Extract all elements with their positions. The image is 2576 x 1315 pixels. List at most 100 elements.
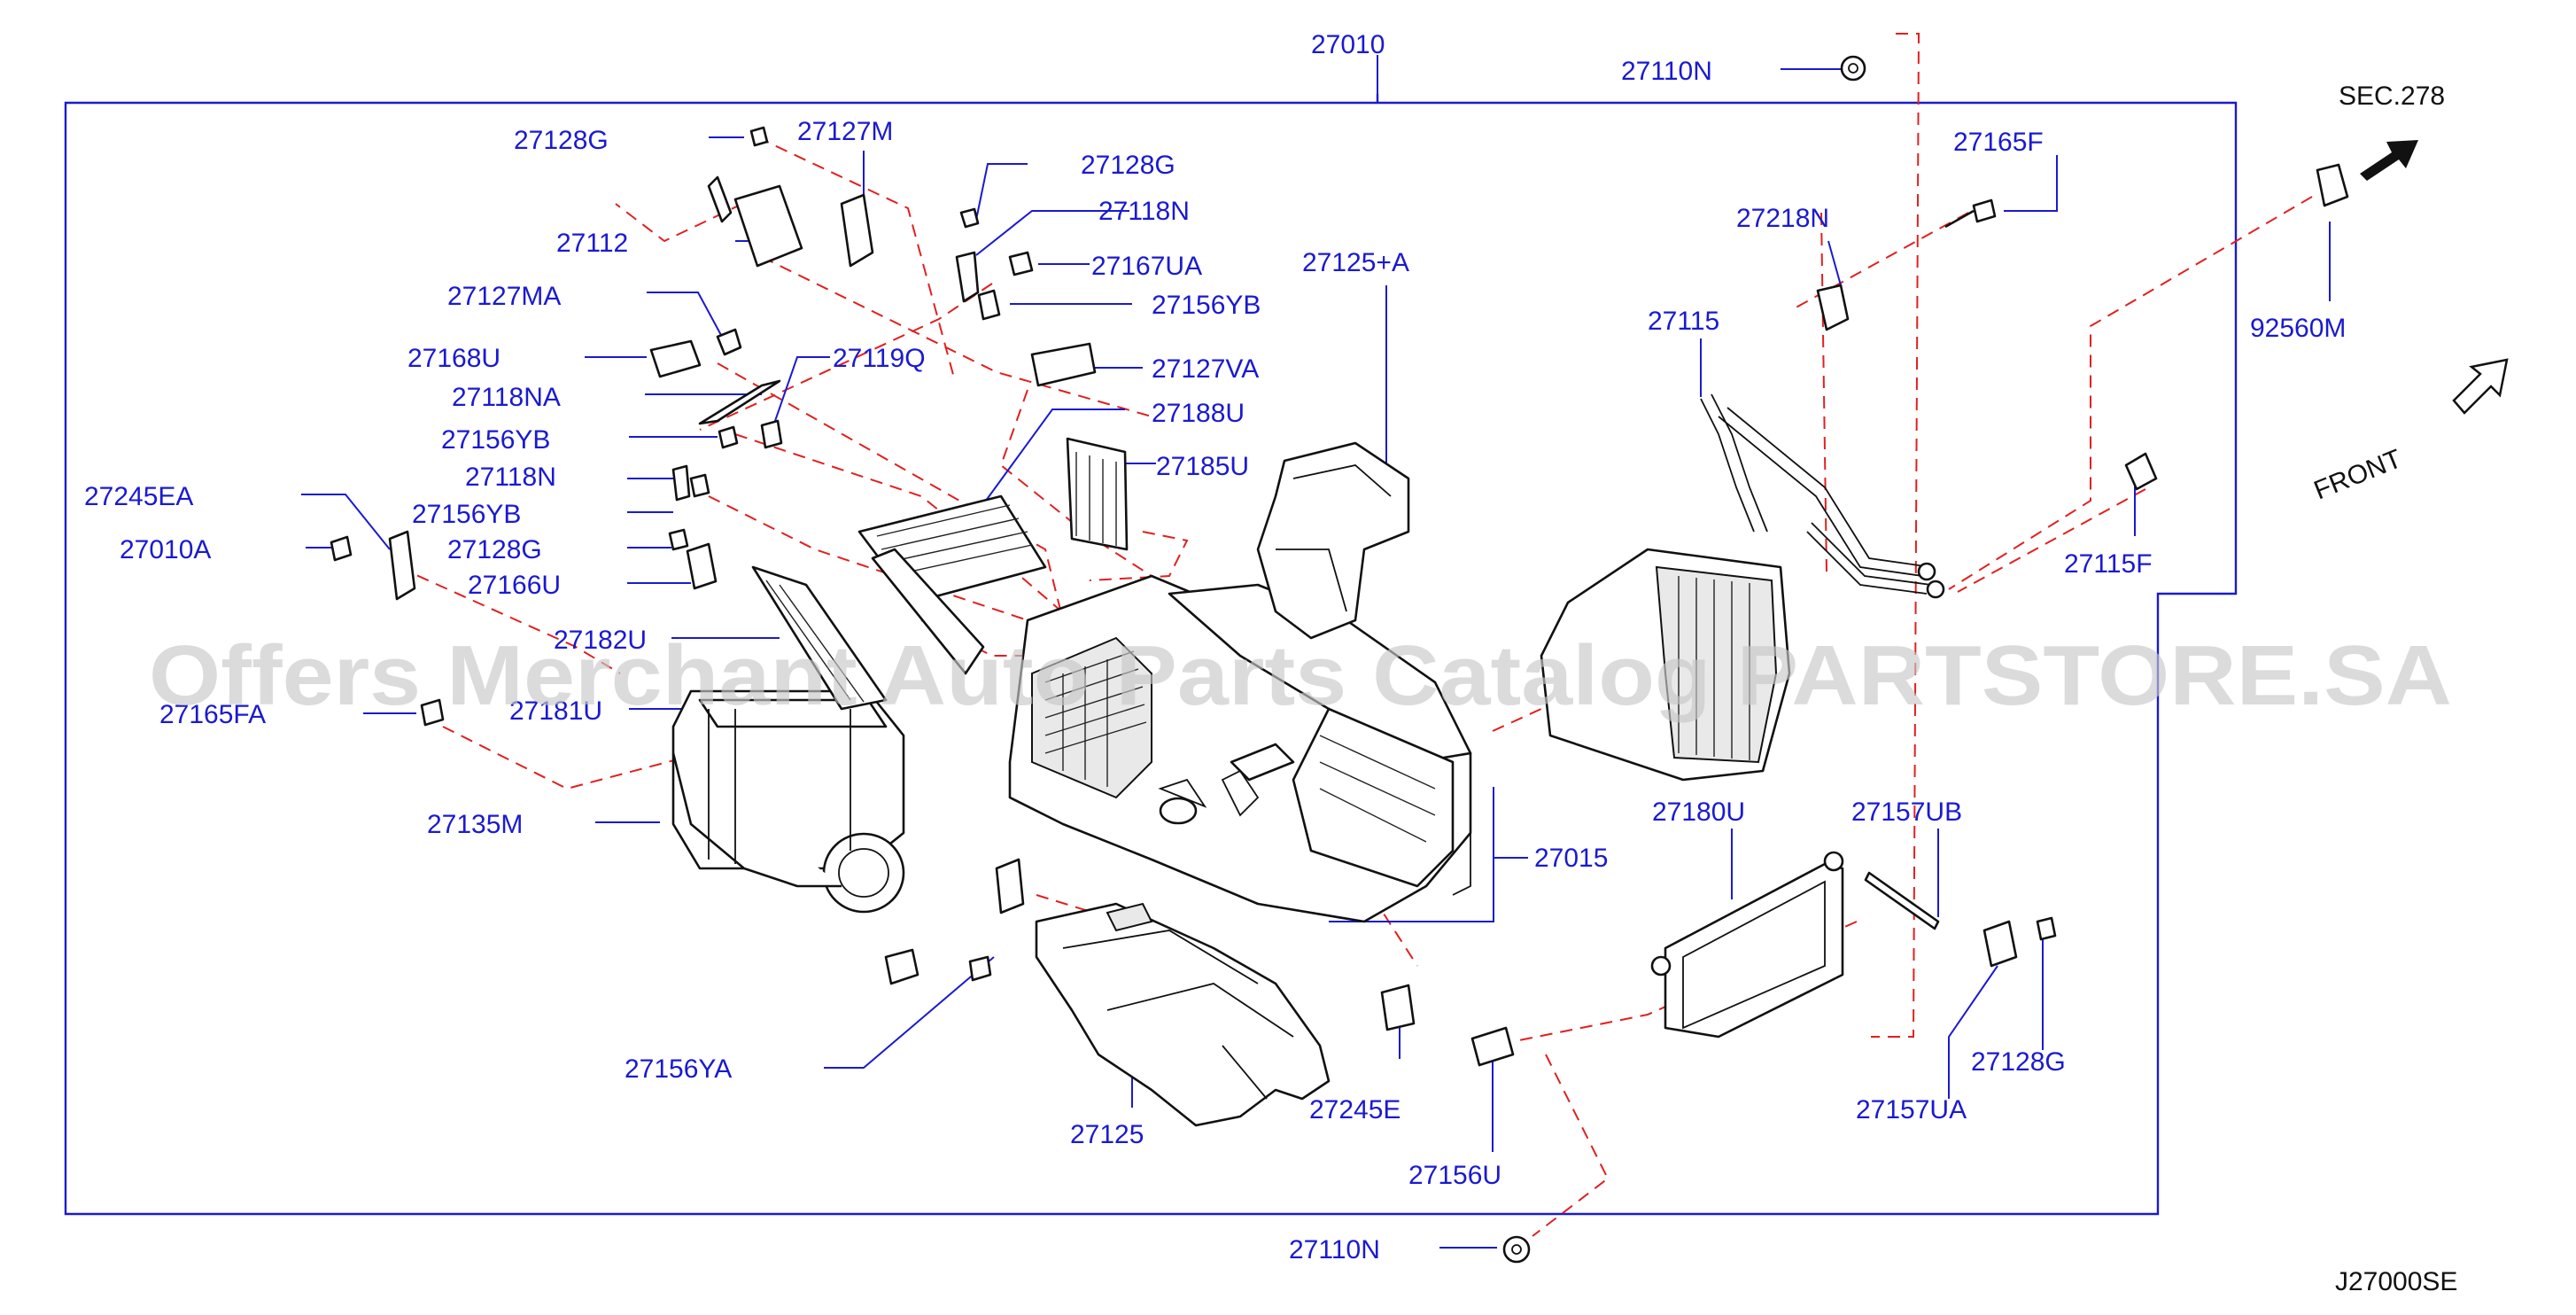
label-27168U: 27168U xyxy=(407,344,500,373)
clip-27167UA xyxy=(1008,251,1034,276)
label-27245EA: 27245EA xyxy=(84,482,193,511)
clip-27156YB-c xyxy=(689,473,710,498)
front-label: FRONT xyxy=(2310,444,2406,505)
section-reference: SEC.278 xyxy=(2339,82,2445,111)
bracket-92560M xyxy=(2316,163,2349,207)
label-27156YA: 27156YA xyxy=(625,1054,732,1084)
screw-27128G-a xyxy=(749,126,769,147)
evaporator-27115 xyxy=(1540,393,1945,782)
label-27110N-bottom: 27110N xyxy=(1289,1235,1380,1264)
label-27015: 27015 xyxy=(1534,844,1608,873)
label-27182U: 27182U xyxy=(554,626,647,655)
screw-27128G-c xyxy=(668,528,689,551)
label-27156U: 27156U xyxy=(1408,1161,1501,1190)
label-27110N-top: 27110N xyxy=(1621,57,1712,86)
label-27180U: 27180U xyxy=(1652,798,1745,827)
evaporator-heater-case-27015 xyxy=(1008,574,1472,923)
panel-27182U xyxy=(751,565,888,711)
label-27118NA: 27118NA xyxy=(452,383,561,412)
label-27115: 27115 xyxy=(1648,307,1719,336)
clip-27115F xyxy=(2124,452,2158,491)
panel-27185U xyxy=(1066,437,1129,551)
label-27128G-c: 27128G xyxy=(447,535,542,564)
label-27156YB-c: 27156YB xyxy=(412,500,521,529)
clip-27156YB-a xyxy=(977,289,1001,321)
label-27181U: 27181U xyxy=(509,696,602,726)
label-27118N-b: 27118N xyxy=(465,463,556,492)
label-27128G-a: 27128G xyxy=(514,126,609,155)
panel-27181U xyxy=(871,548,985,675)
label-27127VA: 27127VA xyxy=(1152,354,1259,384)
bracket-27245E xyxy=(1380,984,1416,1031)
nut-27110N-top xyxy=(1840,55,1866,82)
label-27156YB-a: 27156YB xyxy=(1152,291,1261,320)
label-27157UB: 27157UB xyxy=(1851,798,1962,827)
bracket-27127VA xyxy=(1030,342,1097,387)
diagram-id: J27000SE xyxy=(2335,1267,2457,1296)
label-27118N-a: 27118N xyxy=(1098,197,1190,226)
leader-lines xyxy=(301,68,2331,1249)
label-92560M: 92560M xyxy=(2250,314,2346,343)
front-arrow-icon xyxy=(2452,358,2509,415)
label-27165FA: 27165FA xyxy=(159,700,266,729)
label-27157UA: 27157UA xyxy=(1856,1095,1967,1124)
label-27245E: 27245E xyxy=(1309,1095,1401,1124)
label-27166U: 27166U xyxy=(468,571,561,600)
label-27167UA: 27167UA xyxy=(1091,252,1202,281)
link-27127M xyxy=(840,193,874,268)
clip-27156U xyxy=(1470,1026,1515,1067)
assembly-frame xyxy=(64,55,2238,1216)
clip-27166U xyxy=(686,542,718,590)
lower-case-27125 xyxy=(1035,902,1331,1127)
label-27188U: 27188U xyxy=(1152,399,1245,428)
part-labels: 27010 27110N 27128G 27127M 27128G 27165F… xyxy=(84,30,2346,1264)
clip-27156YA xyxy=(995,858,1025,914)
screw-b xyxy=(968,955,992,982)
screw-a xyxy=(884,948,919,985)
panel-27188U xyxy=(857,494,1047,604)
label-27128G-d: 27128G xyxy=(1971,1047,2066,1077)
label-27125A: 27125+A xyxy=(1302,248,1409,277)
screw-27112 xyxy=(707,175,733,223)
small-fasteners xyxy=(330,55,2349,1264)
rod-27118NA xyxy=(698,379,781,425)
clip-27218N xyxy=(1816,284,1850,331)
screw-27128G-d xyxy=(2036,916,2057,941)
nut-27110N-bottom xyxy=(1502,1235,1531,1264)
screw-27128G-b xyxy=(959,207,980,229)
label-27125: 27125 xyxy=(1070,1120,1144,1149)
label-27185U: 27185U xyxy=(1156,452,1249,481)
label-27165F: 27165F xyxy=(1953,128,2044,157)
label-27119Q: 27119Q xyxy=(833,344,926,373)
rod-27157UB xyxy=(1864,871,1940,930)
label-27010: 27010 xyxy=(1311,30,1385,59)
bolt-27165FA xyxy=(420,698,445,727)
label-27127MA: 27127MA xyxy=(447,282,561,311)
bolt-27165F xyxy=(1944,198,1997,229)
clip-27127MA xyxy=(716,328,742,356)
heater-core-27180U xyxy=(1650,851,1844,1039)
sec-arrow-icon xyxy=(2360,140,2418,181)
actuator-27168U xyxy=(649,339,702,378)
rod-27118N-a xyxy=(955,251,980,303)
bracket-27245EA xyxy=(388,530,416,601)
bracket-27112 xyxy=(733,184,803,268)
label-27135M: 27135M xyxy=(427,810,523,839)
label-27156YB-b: 27156YB xyxy=(441,425,550,455)
label-27010A: 27010A xyxy=(120,535,211,564)
label-27127M: 27127M xyxy=(797,117,893,146)
blower-unit-27135M xyxy=(671,689,905,914)
label-27112: 27112 xyxy=(556,229,628,258)
actuator-27157UA xyxy=(1982,920,2018,968)
label-27115F: 27115F xyxy=(2064,549,2153,579)
label-27128G-b: 27128G xyxy=(1081,151,1175,180)
filter-panels xyxy=(751,437,1129,711)
clip-27119Q xyxy=(760,419,783,449)
clip-27156YB-b xyxy=(718,425,739,449)
label-27218N: 27218N xyxy=(1736,204,1829,233)
bolt-27010A xyxy=(330,535,353,562)
duct-27125A xyxy=(1256,441,1410,640)
watermark: Offers Merchant Auto Parts Catalog PARTS… xyxy=(149,628,2452,723)
rod-27118N-b xyxy=(671,464,691,502)
